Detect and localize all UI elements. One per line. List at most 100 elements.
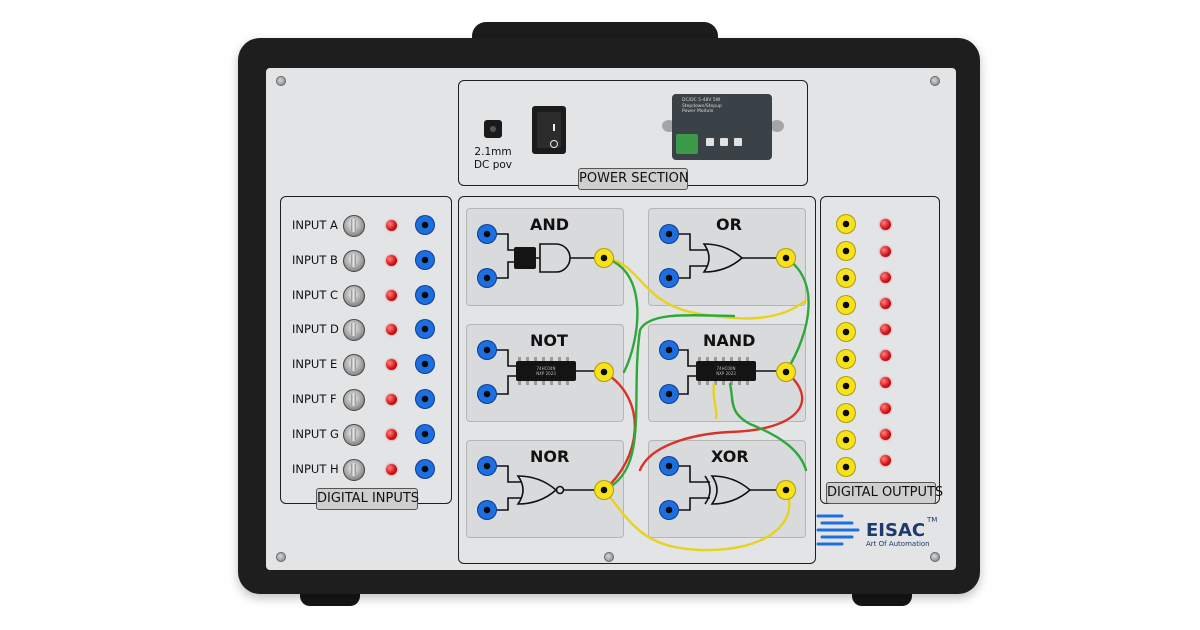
banana-jack-icon[interactable]	[836, 241, 856, 261]
banana-jack-icon[interactable]	[836, 349, 856, 369]
banana-jack-icon[interactable]	[836, 295, 856, 315]
dc-jack-label-line1: 2.1mm	[474, 146, 512, 158]
banana-jack-icon[interactable]	[477, 500, 497, 520]
led-indicator-icon	[386, 255, 397, 266]
banana-jack-icon[interactable]	[659, 224, 679, 244]
banana-jack-icon[interactable]	[477, 384, 497, 404]
banana-jack-icon[interactable]	[415, 285, 435, 305]
input-label-c: INPUT C	[292, 288, 339, 302]
toggle-switch-icon[interactable]	[343, 354, 365, 376]
banana-jack-icon[interactable]	[415, 250, 435, 270]
led-indicator-icon	[880, 272, 891, 283]
gate-title-nand: NAND	[703, 331, 756, 350]
toggle-switch-icon[interactable]	[343, 389, 365, 411]
led-indicator-icon	[880, 429, 891, 440]
screw-icon	[276, 76, 286, 86]
dc-jack-icon[interactable]	[484, 120, 502, 138]
input-label-b: INPUT B	[292, 253, 338, 267]
led-indicator-icon	[880, 324, 891, 335]
patch-wire-green	[602, 313, 736, 492]
banana-jack-icon[interactable]	[659, 500, 679, 520]
banana-jack-icon[interactable]	[477, 268, 497, 288]
module-component	[720, 138, 728, 146]
eisac-logo-icon	[816, 514, 860, 546]
banana-jack-icon[interactable]	[415, 459, 435, 479]
brand-tagline: Art Of Automation	[866, 540, 930, 548]
led-indicator-icon	[880, 403, 891, 414]
gate-title-and: AND	[530, 215, 570, 234]
banana-jack-icon[interactable]	[836, 376, 856, 396]
banana-jack-icon[interactable]	[477, 340, 497, 360]
banana-jack-icon[interactable]	[477, 456, 497, 476]
banana-jack-icon[interactable]	[659, 340, 679, 360]
power-rocker-icon[interactable]	[532, 106, 566, 154]
banana-jack-icon[interactable]	[836, 268, 856, 288]
banana-jack-icon[interactable]	[415, 319, 435, 339]
terminal-block-icon[interactable]	[676, 134, 698, 154]
patch-wire-green	[602, 256, 639, 374]
toggle-switch-icon[interactable]	[343, 285, 365, 307]
banana-jack-icon[interactable]	[415, 424, 435, 444]
gate-title-nor: NOR	[530, 447, 570, 466]
banana-jack-icon[interactable]	[776, 480, 796, 500]
banana-jack-icon[interactable]	[659, 384, 679, 404]
patch-wire-green	[728, 382, 808, 472]
dcdc-power-module: DC/DC 5-48V 5W Stepdown/Stepup Power Mod…	[672, 94, 772, 160]
banana-jack-icon[interactable]	[477, 224, 497, 244]
banana-jack-icon[interactable]	[594, 480, 614, 500]
banana-jack-icon[interactable]	[776, 248, 796, 268]
screw-icon	[276, 552, 286, 562]
banana-jack-icon[interactable]	[776, 362, 796, 382]
led-indicator-icon	[880, 455, 891, 466]
logic-gate-icon	[710, 475, 752, 505]
patch-wire-red	[602, 370, 637, 492]
trace-nand	[678, 349, 776, 395]
ic-chip-and	[514, 247, 536, 269]
banana-jack-icon[interactable]	[836, 403, 856, 423]
patch-wire-green	[784, 256, 810, 374]
banana-jack-icon[interactable]	[836, 214, 856, 234]
led-indicator-icon	[386, 464, 397, 475]
digital-inputs-label: DIGITAL INPUTS	[316, 488, 419, 510]
banana-jack-icon[interactable]	[415, 389, 435, 409]
led-indicator-icon	[880, 377, 891, 388]
toggle-switch-icon[interactable]	[343, 319, 365, 341]
patch-wire-yellow	[602, 488, 791, 552]
banana-jack-icon[interactable]	[594, 362, 614, 382]
banana-jack-icon[interactable]	[836, 430, 856, 450]
module-component	[734, 138, 742, 146]
patch-wire-yellow	[712, 382, 718, 420]
led-indicator-icon	[386, 394, 397, 405]
banana-jack-icon[interactable]	[659, 268, 679, 288]
toggle-switch-icon[interactable]	[343, 459, 365, 481]
toggle-switch-icon[interactable]	[343, 424, 365, 446]
banana-jack-icon[interactable]	[415, 215, 435, 235]
led-indicator-icon	[386, 324, 397, 335]
module-component	[706, 138, 714, 146]
module-label: DC/DC 5-48V 5W Stepdown/Stepup Power Mod…	[682, 98, 722, 114]
logic-gate-icon	[539, 243, 571, 273]
banana-jack-icon[interactable]	[415, 354, 435, 374]
input-label-e: INPUT E	[292, 357, 338, 371]
led-indicator-icon	[386, 429, 397, 440]
gate-title-xor: XOR	[711, 447, 749, 466]
led-indicator-icon	[386, 220, 397, 231]
toggle-switch-icon[interactable]	[343, 215, 365, 237]
led-indicator-icon	[386, 290, 397, 301]
led-indicator-icon	[386, 359, 397, 370]
gate-title-not: NOT	[530, 331, 568, 350]
gate-card-or	[648, 208, 806, 306]
banana-jack-icon[interactable]	[594, 248, 614, 268]
screw-icon	[930, 76, 940, 86]
input-label-h: INPUT H	[292, 462, 339, 476]
trace-not	[496, 349, 594, 395]
logic-gates-box	[458, 196, 816, 564]
toggle-switch-icon[interactable]	[343, 250, 365, 272]
banana-jack-icon[interactable]	[836, 322, 856, 342]
dc-jack-label-line2: DC pov	[473, 159, 513, 171]
brand-tm: TM	[927, 516, 938, 524]
banana-jack-icon[interactable]	[659, 456, 679, 476]
screw-icon	[604, 552, 614, 562]
screw-icon	[930, 552, 940, 562]
